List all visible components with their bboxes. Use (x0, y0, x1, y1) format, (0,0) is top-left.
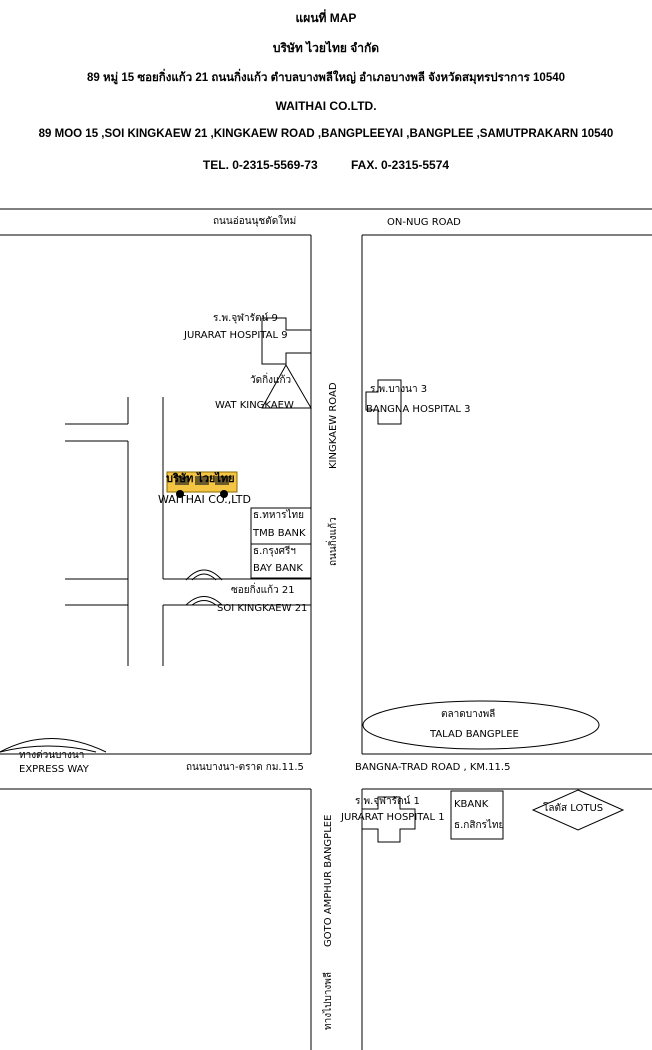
onnut-road-label-thai: ถนนอ่อนนุชตัดใหม่ (213, 216, 297, 227)
bay-bank-box (250, 543, 312, 579)
company-name-english: WAITHAI CO.LTD. (275, 99, 377, 113)
company-label-english: WAITHAI CO.,LTD (158, 493, 251, 506)
hospital-cross-bangna-3 (365, 379, 402, 425)
jurarat-9-label-thai: ร.พ.จุฬารัตน์ 9 (213, 313, 278, 324)
market-oval (362, 700, 600, 750)
jurarat-1-label-english: JURARAT HOSPITAL 1 (341, 812, 445, 823)
soi-bridge-north (185, 569, 223, 581)
soi-label-english: SOI KINGKAEW 21 (217, 603, 308, 614)
hospital-cross-jurarat-1 (361, 796, 416, 843)
lotus-diamond (531, 789, 625, 831)
expressway-arc-inner (0, 745, 97, 753)
company-name-thai: บริษัท ไวยไทย จำกัด (272, 41, 380, 55)
bangna-road-label-english: BANGNA-TRAD ROAD , KM.11.5 (355, 762, 511, 773)
expressway-label-thai: ทางด่วนบางนา (19, 750, 85, 761)
hospital-cross-jurarat-9 (261, 317, 312, 365)
jurarat-9-label-english: JURARAT HOSPITAL 9 (184, 330, 288, 341)
bangna-3-label-thai: ร.พ.บางนา 3 (370, 384, 428, 395)
soi-bridge-north-inner (191, 573, 217, 581)
expressway-label-english: EXPRESS WAY (19, 764, 89, 775)
expressway-arc-outer (0, 738, 107, 753)
soi-bridge-south (185, 596, 223, 606)
kingkaew-road-label-english: KINGKAEW ROAD (328, 382, 339, 469)
onnut-road-label-english: ON-NUG ROAD (387, 217, 461, 228)
temple-triangle (261, 363, 312, 409)
wat-kingkaew-label-english: WAT KINGKAEW (215, 400, 294, 411)
address-english: 89 MOO 15 ,SOI KINGKAEW 21 ,KINGKAEW ROA… (38, 128, 614, 140)
wat-kingkaew-label-thai: วัดกิ่งแก้ว (250, 375, 292, 386)
bangna-3-label-english: BANGNA HOSPITAL 3 (366, 404, 471, 415)
kbank-label-english: KBANK (454, 799, 489, 810)
talad-bangplee-label-english: TALAD BANGPLEE (430, 729, 519, 740)
bangna-road-label-thai: ถนนบางนา-ตราด กม.11.5 (186, 762, 304, 773)
soi-label-thai: ซอยกิ่งแก้ว 21 (231, 585, 295, 596)
bay-bank-label-english: BAY BANK (253, 563, 303, 574)
map-title: แผนที่ MAP (295, 11, 357, 25)
bay-bank-label-thai: ธ.กรุงศรีฯ (253, 546, 296, 557)
amphur-road-label-thai: ทางไปบางพลี (323, 971, 334, 1030)
company-building-icon (166, 471, 238, 498)
tmb-bank-label-thai: ธ.ทหารไทย (253, 510, 304, 521)
lotus-label: โลตัส LOTUS (543, 803, 604, 814)
amphur-road-label-english: GOTO AMPHUR BANGPLEE (323, 814, 334, 947)
contact-numbers: TEL. 0-2315-5569-73 FAX. 0-2315-5574 (202, 158, 450, 172)
tmb-bank-label-english: TMB BANK (253, 528, 306, 539)
soi-bridge-south-inner (191, 600, 217, 606)
kbank-box (450, 790, 504, 840)
kbank-label-thai: ธ.กสิกรไทย (454, 820, 505, 831)
talad-bangplee-label-thai: ตลาดบางพลี (441, 709, 496, 720)
address-thai: 89 หมู่ 15 ซอยกิ่งแก้ว 21 ถนนกิ่งแก้ว ตำ… (86, 72, 566, 84)
jurarat-1-label-thai: ร.พ.จุฬารัตน์ 1 (355, 796, 420, 807)
kingkaew-road-label-thai: ถนนกิ่งแก้ว (328, 517, 339, 566)
company-label-thai: บริษัท ไวยไทย (166, 472, 235, 485)
